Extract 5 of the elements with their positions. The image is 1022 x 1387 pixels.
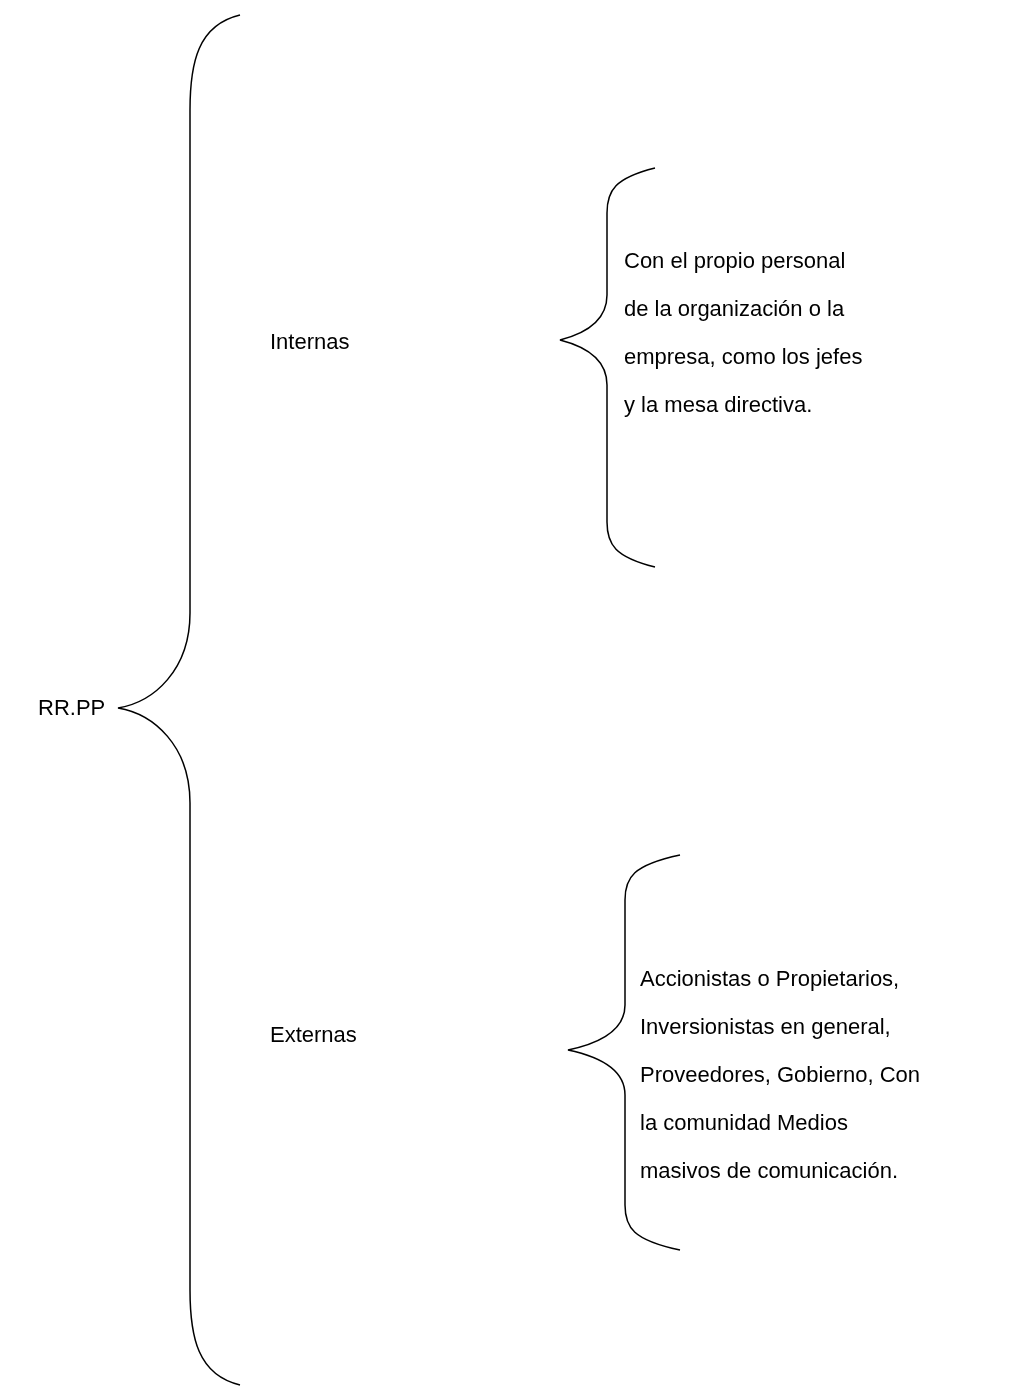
description-text: Con el propio personal de la organización o la empresa, como los jefes y la mesa directiva. (624, 247, 864, 419)
category-term: Internas (270, 328, 351, 356)
description-text: Accionistas o Propietarios, Inversionistas en general, Proveedores, Gobierno, Con la comunidad Medios masivos de comunicación. (640, 965, 922, 1185)
root-term: RR.PP (38, 694, 107, 722)
category-term: Externas (270, 1021, 358, 1049)
